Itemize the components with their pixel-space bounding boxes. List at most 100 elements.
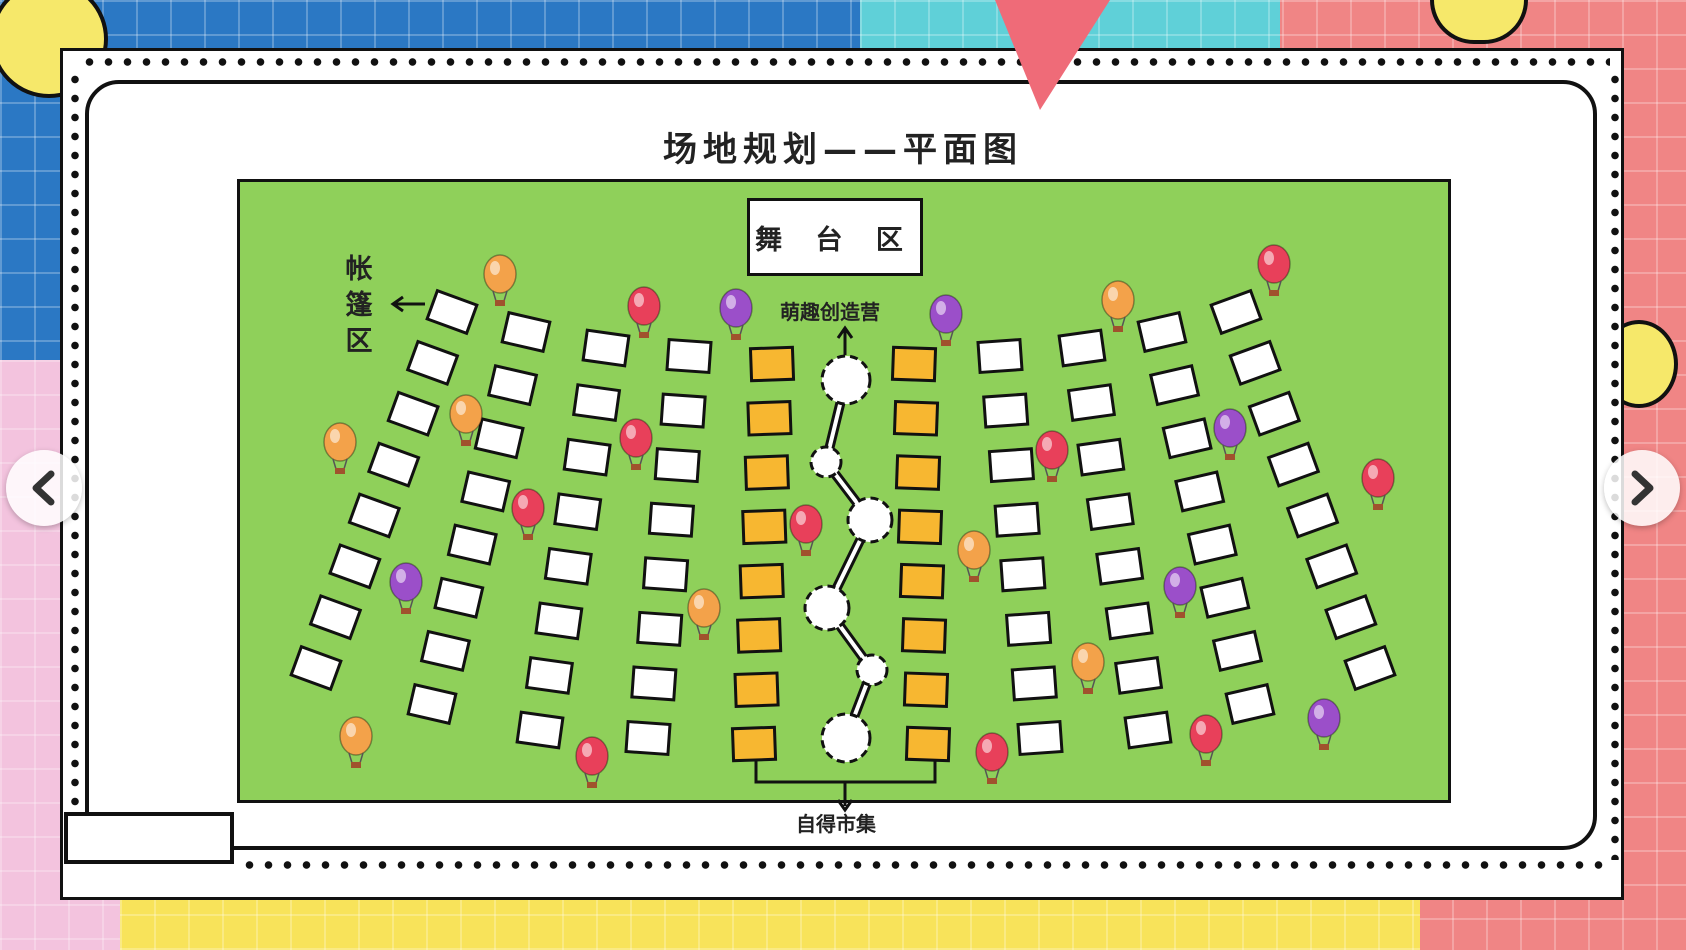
tent-booth [630, 665, 678, 702]
market-booth [902, 671, 950, 708]
balloon-icon [687, 588, 721, 640]
balloon-icon [483, 254, 517, 306]
tent-booth [515, 710, 565, 750]
tent-booth [571, 383, 622, 423]
tent-booth [976, 337, 1024, 375]
tent-booth [1266, 441, 1321, 488]
tent-booth [1136, 310, 1188, 354]
tent-booth [624, 719, 672, 757]
tent-booth [1113, 655, 1164, 695]
tent-booth [553, 492, 603, 532]
balloon-icon [1163, 566, 1197, 618]
tent-booth [1104, 601, 1154, 641]
market-booth [743, 454, 790, 491]
tent-booth [999, 556, 1047, 593]
tent-booth [987, 447, 1036, 484]
tent-booth [581, 328, 631, 368]
tent-booth [1057, 328, 1107, 368]
tent-booth [347, 492, 402, 539]
market-label: 自得市集 [796, 812, 876, 836]
balloon-icon [1307, 698, 1341, 750]
prev-slide-button[interactable] [6, 450, 82, 526]
balloon-icon [1071, 642, 1105, 694]
tent-booth [406, 682, 458, 726]
tent-booth [1247, 390, 1302, 437]
camp-spot [846, 496, 894, 544]
balloon-icon [619, 418, 653, 470]
tent-booth [446, 523, 498, 566]
tent-booth [289, 644, 343, 692]
tent-booth [647, 501, 696, 538]
balloon-icon [1213, 408, 1247, 460]
tent-booth [1148, 364, 1201, 407]
tent-booth [328, 543, 382, 590]
tent-booth [524, 655, 575, 695]
camp-spot [803, 584, 851, 632]
balloon-icon [1189, 714, 1223, 766]
balloon-icon [389, 562, 423, 614]
tent-booth [534, 601, 584, 641]
balloon-icon [789, 504, 823, 556]
market-booth [900, 617, 948, 654]
camp-arrow-head [836, 325, 854, 339]
camp-label: 萌趣创造营 [780, 300, 880, 324]
balloon-icon [1035, 430, 1069, 482]
tent-booth [1211, 629, 1264, 672]
tent-booth [653, 447, 701, 484]
balloon-icon [323, 422, 357, 474]
tent-booth [1186, 523, 1238, 566]
tent-booth [1285, 492, 1340, 539]
camp-spot [809, 445, 843, 479]
market-booth [730, 725, 778, 763]
market-booth [736, 617, 783, 654]
tent-booth [1066, 383, 1117, 423]
balloon-icon [339, 716, 373, 768]
tent-booth [1161, 417, 1213, 460]
tent-booth [433, 576, 485, 619]
tent-booth [1123, 710, 1173, 750]
decor-white-box [64, 812, 234, 864]
tent-booth [562, 437, 612, 477]
market-booth [738, 562, 785, 600]
balloon-icon [1101, 280, 1135, 332]
tent-booth [993, 501, 1041, 538]
market-booth [904, 725, 952, 763]
dotted-border-top [80, 57, 1610, 67]
tent-booths [289, 288, 1397, 757]
tent-booth [1085, 492, 1135, 532]
tent-booth [641, 556, 690, 593]
tent-booth [460, 470, 512, 513]
balloon-icon [449, 394, 483, 446]
market-booth [741, 508, 788, 546]
camp-spot [820, 712, 872, 764]
market-booth [896, 508, 944, 546]
next-slide-button[interactable] [1604, 450, 1680, 526]
arrows [390, 295, 937, 813]
market-booths [730, 345, 952, 763]
balloon-icon [1257, 244, 1291, 296]
camp-path [803, 354, 894, 764]
market-arrow-head [836, 799, 854, 813]
tent-booth [366, 441, 421, 488]
tent-booth [1076, 437, 1126, 477]
tent-booth [1224, 682, 1276, 726]
balloon-icon [929, 294, 963, 346]
balloon-icon [975, 732, 1009, 784]
tent-booth [636, 610, 684, 647]
market-booth [746, 400, 793, 437]
chevron-right-icon [1631, 470, 1654, 506]
camp-spot [855, 653, 889, 687]
tent-booth [1004, 610, 1053, 647]
balloons [323, 244, 1395, 788]
market-bracket [754, 760, 937, 806]
tent-booth [473, 417, 525, 460]
market-booth [894, 454, 942, 491]
tent-booth [659, 392, 707, 429]
tent-booth [1016, 719, 1064, 757]
market-booth [748, 345, 796, 383]
market-booth [733, 671, 780, 708]
tent-booth [386, 390, 440, 437]
decor-triangle-prism [995, 0, 1110, 110]
tent-booth [1304, 543, 1359, 590]
tent-booth [500, 310, 552, 354]
